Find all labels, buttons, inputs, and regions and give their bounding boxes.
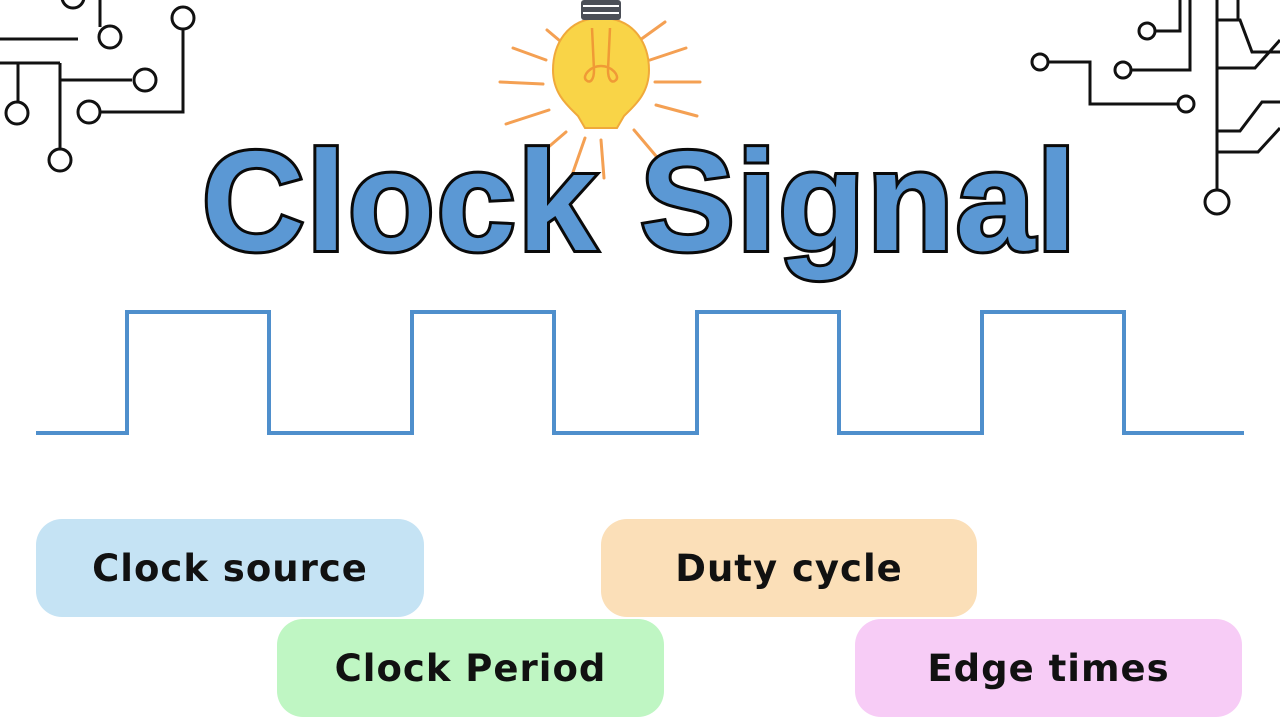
light-bulb-icon bbox=[498, 0, 702, 180]
circuit-traces-icon bbox=[1030, 0, 1280, 216]
topic-label: Duty cycle bbox=[675, 546, 903, 590]
clock-waveform bbox=[36, 310, 1244, 435]
diagram-title: Clock Signal bbox=[202, 122, 1078, 281]
topic-clock-period: Clock Period bbox=[277, 619, 664, 717]
clock-waveform-line bbox=[36, 310, 1244, 435]
topic-duty-cycle: Duty cycle bbox=[601, 519, 977, 617]
topic-edge-times: Edge times bbox=[855, 619, 1242, 717]
topic-label: Edge times bbox=[927, 646, 1170, 690]
topic-label: Clock source bbox=[92, 546, 368, 590]
circuit-traces-icon bbox=[0, 0, 196, 173]
topic-label: Clock Period bbox=[334, 646, 607, 690]
topic-clock-source: Clock source bbox=[36, 519, 424, 617]
